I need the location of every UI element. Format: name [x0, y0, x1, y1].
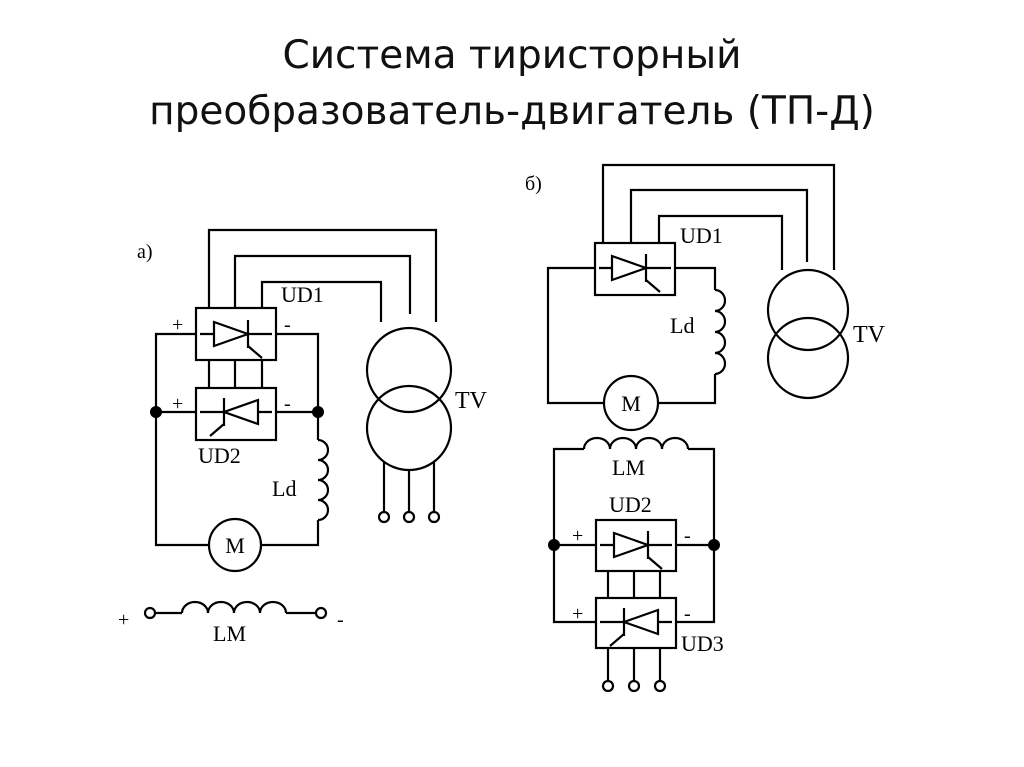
minus-sign: -: [684, 525, 691, 547]
ld-label: Ld: [272, 476, 296, 501]
minus-sign: -: [337, 609, 344, 631]
inductor-icon: [180, 600, 288, 614]
diagram-a-feed-wires: [207, 228, 438, 322]
title-line-2: преобразователь-двигатель (ТП-Д): [149, 89, 875, 134]
diagram-b-armature-loop: [546, 266, 717, 405]
diagram-a-ld: Ld: [272, 438, 330, 522]
diagram-b-field-wiring: [548, 447, 720, 693]
transformer-primary-coil: [365, 326, 453, 414]
junction-dot: [548, 539, 560, 551]
diagram-b-label: б): [525, 173, 542, 195]
thyristor-icon: [600, 608, 672, 647]
ud2-label: UD2: [198, 443, 241, 468]
terminal-2: [627, 679, 641, 693]
plus-sign: +: [118, 609, 129, 631]
motor-label: M: [621, 391, 641, 416]
inductor-icon: [317, 438, 330, 522]
diagram-b-ld: Ld: [670, 288, 727, 376]
terminal: [314, 606, 328, 620]
thyristor-icon: [200, 320, 272, 359]
terminal-3: [653, 679, 667, 693]
inductor-icon: [714, 288, 727, 376]
junction-dot: [312, 406, 324, 418]
diagram-b-lm: LM: [582, 436, 690, 480]
minus-sign: -: [284, 314, 291, 336]
terminal-2: [402, 510, 416, 524]
diagram-a-wiring: [150, 332, 324, 547]
diagram-b-feed-wires: [601, 163, 836, 270]
motor-label: M: [225, 533, 245, 558]
slide-title: Система тиристорный преобразователь-двиг…: [0, 28, 1024, 140]
diagram-a-label: а): [137, 241, 153, 263]
terminal-1: [601, 679, 615, 693]
diagram-b-ud3: UD3 + -: [572, 596, 724, 656]
junction-dot: [708, 539, 720, 551]
inductor-icon: [582, 436, 690, 450]
plus-sign: +: [172, 393, 183, 415]
diagram-a-motor: M: [207, 517, 263, 573]
ud3-label: UD3: [681, 631, 724, 656]
transformer-secondary-coil: [766, 316, 850, 400]
terminal: [143, 606, 157, 620]
terminal-3: [427, 510, 441, 524]
transformer-primary-coil: [766, 268, 850, 352]
plus-sign: +: [572, 603, 583, 625]
diagram-a-transformer-tv: TV: [365, 326, 488, 524]
minus-sign: -: [284, 393, 291, 415]
diagram-b: б) TV UD1: [525, 163, 886, 693]
diagram-a-ud1: UD1 + -: [172, 282, 324, 362]
thyristor-icon: [200, 398, 272, 437]
ud1-label: UD1: [680, 223, 723, 248]
diagram-b-motor: M: [602, 374, 660, 432]
title-line-1: Система тиристорный: [282, 33, 742, 78]
lm-label: LM: [612, 455, 645, 480]
motor-icon: [207, 517, 263, 573]
tv-label: TV: [853, 322, 886, 348]
plus-sign: +: [172, 314, 183, 336]
diagram-a-ud2: UD2 + -: [172, 386, 291, 468]
terminal-1: [377, 510, 391, 524]
ld-label: Ld: [670, 313, 694, 338]
lm-label: LM: [213, 621, 246, 646]
transformer-secondary-coil: [365, 384, 453, 472]
diagram-a-lm: + - LM: [118, 600, 344, 646]
motor-icon: [602, 374, 660, 432]
diagram-b-ud1: UD1: [593, 223, 723, 297]
junction-dot: [150, 406, 162, 418]
plus-sign: +: [572, 525, 583, 547]
diagram-b-ud2: UD2 + -: [572, 492, 691, 573]
diagram-b-transformer-tv: TV: [766, 268, 886, 400]
ud1-label: UD1: [281, 282, 324, 307]
thyristor-icon: [599, 254, 671, 293]
minus-sign: -: [684, 603, 691, 625]
diagram-a: а) TV: [118, 228, 488, 646]
ud2-label: UD2: [609, 492, 652, 517]
tv-label: TV: [455, 388, 488, 414]
thyristor-icon: [600, 531, 672, 570]
